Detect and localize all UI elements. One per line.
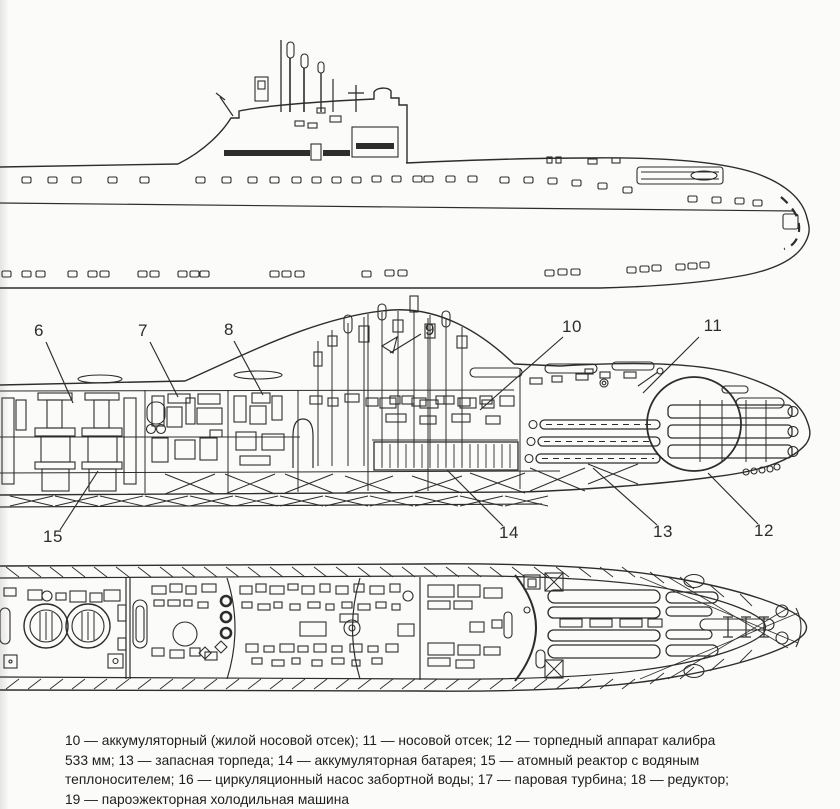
figure-caption: 10 — аккумуляторный (жилой носовой отсек…: [65, 731, 817, 809]
torpedo-tubes: [524, 400, 799, 476]
cutaway-view: [0, 295, 811, 508]
plan-hull: [0, 563, 808, 692]
callout-14: 14: [499, 523, 519, 542]
plan-torpedo-tubes: [523, 572, 789, 679]
callout-8: 8: [224, 320, 234, 339]
caption-line-1: 10 — аккумуляторный (жилой носовой отсек…: [65, 733, 716, 748]
callout-6: 6: [34, 321, 44, 340]
callout-7: 7: [138, 321, 148, 340]
scan-edge-shadow: [0, 0, 9, 809]
callout-10: 10: [562, 317, 582, 336]
limber-holes: [1, 175, 763, 278]
caption-line-4: 19 — пароэжекторная холодильная машина: [65, 791, 350, 807]
sail-and-masts: [177, 40, 621, 165]
callout-13: 13: [653, 522, 673, 541]
callout-12: 12: [754, 521, 774, 540]
reactor-compartment: [1, 392, 137, 492]
callout-11: 11: [703, 316, 723, 335]
caption-line-3: теплоносителем; 16 — циркуляционный насо…: [65, 772, 729, 788]
callout-15: 15: [43, 527, 63, 546]
plan-machinery: [0, 583, 513, 669]
callout-9: 9: [425, 320, 435, 339]
bow-details: [636, 166, 801, 251]
profile-view: [0, 40, 810, 289]
machinery: [145, 295, 785, 468]
caption-line-2: 533 мм; 13 — запасная торпеда; 14 — акку…: [65, 752, 700, 768]
cutaway-hull: [0, 309, 811, 508]
callout-leader-lines: [45, 333, 759, 531]
battery-bank: [373, 395, 519, 471]
plan-view: [0, 563, 808, 692]
